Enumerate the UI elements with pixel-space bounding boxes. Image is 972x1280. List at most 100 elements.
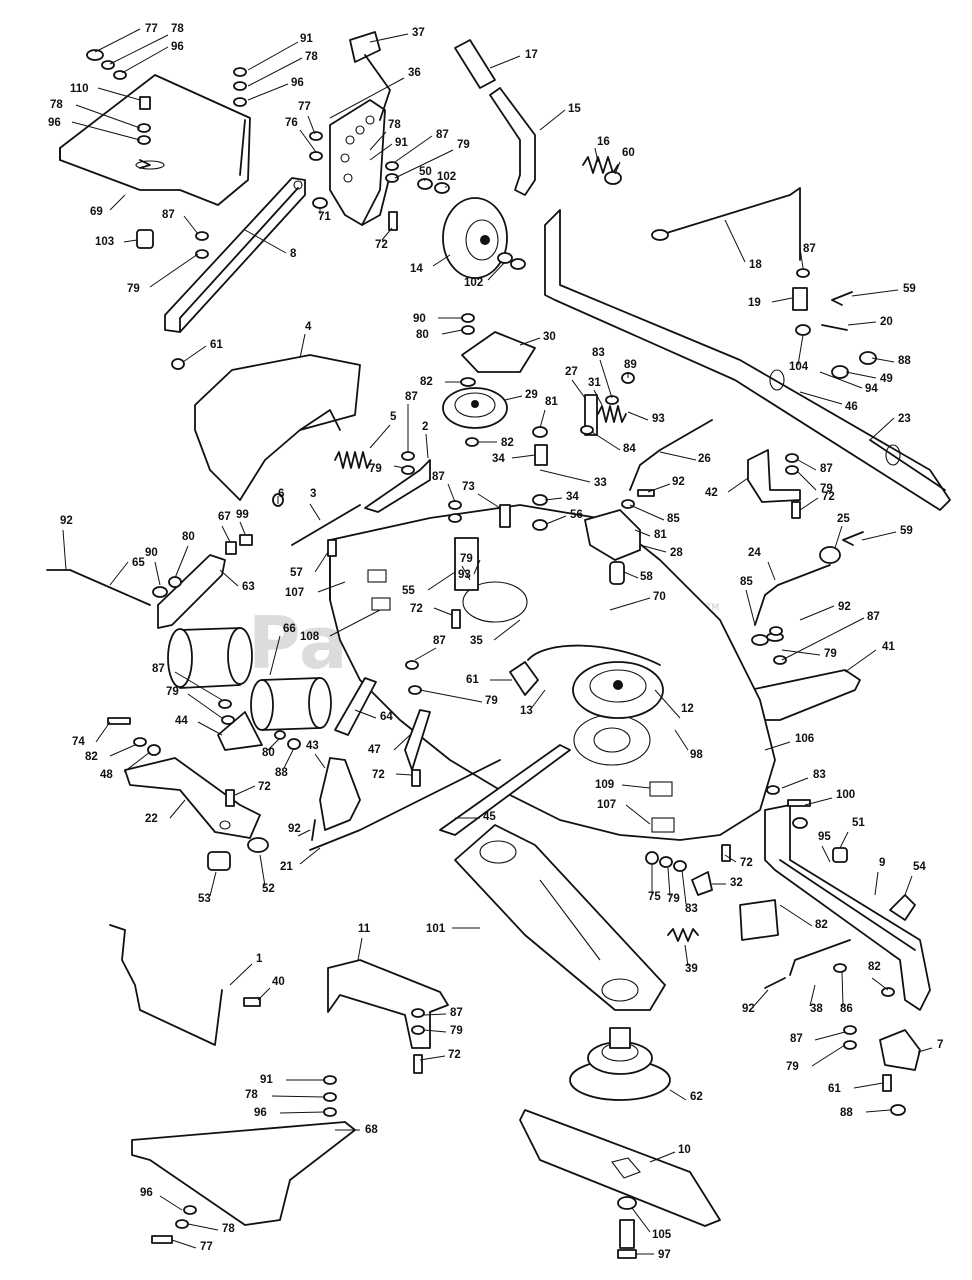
callout-leader — [229, 963, 253, 986]
part-number-label: 60 — [622, 147, 635, 159]
callout-leader — [647, 483, 671, 493]
callout-leader — [844, 649, 877, 673]
callout-leader — [779, 904, 813, 927]
part-number-label: 11 — [358, 923, 371, 935]
callout-60: 60 — [614, 147, 635, 175]
part-number-label: 15 — [568, 103, 581, 115]
callout-leader — [539, 109, 566, 131]
part-number-label: 94 — [865, 383, 878, 395]
callout-leader — [357, 937, 363, 961]
part-number-label: 78 — [305, 51, 318, 63]
callout-leader — [432, 254, 451, 267]
callout-leader — [799, 391, 843, 405]
part-number-label: 17 — [525, 49, 538, 61]
callout-82: 82 — [868, 961, 889, 991]
callout-96: 96 — [48, 117, 141, 141]
callout-59: 59 — [851, 283, 916, 297]
part-number-label: 72 — [822, 491, 835, 503]
callout-86: 86 — [840, 971, 853, 1015]
callout-leader — [271, 1095, 325, 1098]
part-25-bushing — [819, 546, 841, 564]
part-number-label: 80 — [262, 747, 275, 759]
part-number-label: 91 — [260, 1074, 273, 1086]
callout-46: 46 — [799, 391, 858, 413]
part-number-label: 82 — [868, 961, 881, 973]
callout-83: 83 — [681, 869, 698, 915]
callout-21: 21 — [280, 847, 321, 873]
callout-90: 90 — [145, 547, 161, 586]
callout-59: 59 — [861, 525, 913, 541]
part-number-label: 30 — [543, 331, 556, 343]
part-28-bracket — [584, 509, 641, 561]
part-number-label: 82 — [815, 919, 828, 931]
part-18-rod — [651, 187, 801, 261]
callout-leader — [871, 977, 889, 991]
callout-leader — [621, 784, 651, 789]
callout-leader — [681, 869, 687, 905]
part-number-label: 72 — [372, 769, 385, 781]
callout-24: 24 — [748, 547, 776, 581]
part-number-label: 70 — [653, 591, 666, 603]
part-64-support — [334, 677, 377, 736]
callout-72: 72 — [419, 1049, 461, 1061]
part-number-label: 59 — [900, 525, 913, 537]
callout-leader — [244, 229, 287, 254]
part-number-label: 4 — [305, 321, 312, 333]
part-number-label: 6 — [278, 488, 284, 500]
callout-leader — [314, 551, 329, 573]
part-number-label: 18 — [749, 259, 762, 271]
callout-leader — [427, 571, 456, 591]
callout-leader — [197, 721, 223, 736]
callout-leader — [669, 1089, 687, 1101]
callout-64: 64 — [354, 709, 393, 723]
part-60-washer — [604, 171, 622, 185]
callout-leader — [539, 469, 591, 483]
callout-leader — [257, 987, 271, 1001]
part-number-label: 91 — [300, 33, 313, 45]
callout-81: 81 — [539, 396, 558, 429]
part-number-label: 89 — [624, 359, 637, 371]
callout-leader — [544, 497, 563, 501]
part-number-label: 41 — [882, 641, 895, 653]
callout-leader — [724, 854, 737, 863]
callout-leader — [433, 607, 453, 616]
callout-1: 1 — [229, 953, 263, 986]
part-number-label: 97 — [658, 1249, 671, 1261]
callout-79: 79 — [394, 139, 470, 179]
part-number-label: 85 — [740, 576, 753, 588]
part-number-label: 92 — [60, 515, 73, 527]
callout-leader — [631, 1207, 651, 1233]
part-number-label: 66 — [283, 623, 296, 635]
part-number-label: 79 — [485, 695, 498, 707]
callout-leader — [839, 831, 849, 849]
callout-99: 99 — [236, 509, 249, 535]
part-number-label: 3 — [310, 488, 316, 500]
callout-leader — [94, 28, 141, 53]
part-number-label: 93 — [458, 569, 471, 581]
part-number-label: 43 — [306, 740, 319, 752]
part-number-label: 46 — [845, 401, 858, 413]
part-88-nut — [859, 351, 877, 365]
part-number-label: 29 — [525, 389, 538, 401]
part-number-label: 86 — [840, 1003, 853, 1015]
callout-leader — [109, 561, 129, 586]
part-number-label: 95 — [818, 831, 831, 843]
part-number-label: 49 — [880, 373, 893, 385]
part-number-label: 79 — [166, 686, 179, 698]
callout-83: 83 — [592, 347, 613, 399]
callout-80: 80 — [174, 531, 195, 579]
callout-40: 40 — [257, 976, 285, 1001]
callout-109: 109 — [595, 779, 651, 791]
callout-25: 25 — [834, 513, 850, 549]
part-number-label: 87 — [162, 209, 175, 221]
callout-20: 20 — [847, 316, 893, 328]
callout-26: 26 — [659, 451, 711, 465]
callout-leader — [423, 177, 426, 182]
callout-leader — [169, 799, 186, 819]
part-number-label: 53 — [198, 893, 211, 905]
callout-leader — [845, 371, 877, 379]
part-number-label: 87 — [803, 243, 816, 255]
part-number-label: 14 — [410, 263, 423, 275]
part-30-bracket — [461, 331, 536, 373]
callout-83: 83 — [781, 769, 826, 789]
